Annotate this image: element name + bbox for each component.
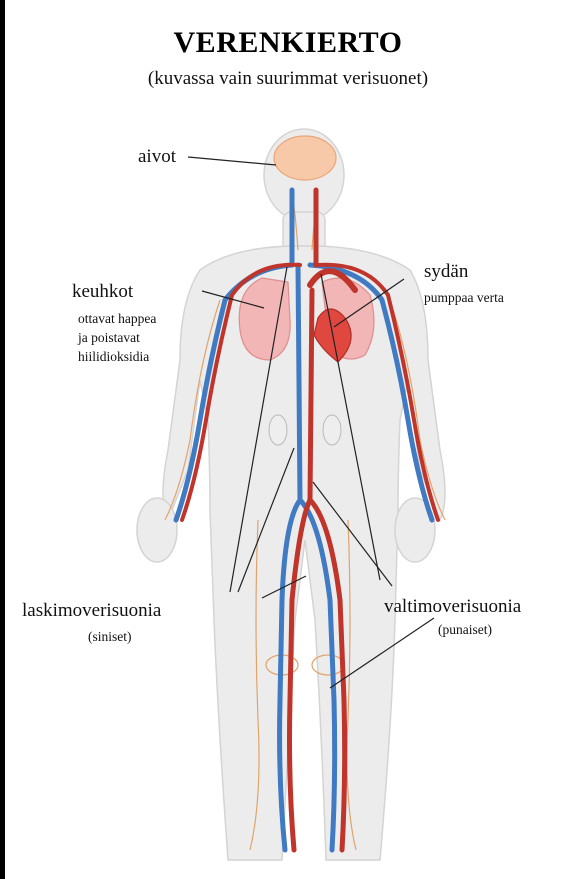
- brain: [274, 136, 336, 180]
- right-kidney: [323, 415, 341, 445]
- label-brain: aivot: [138, 146, 176, 168]
- label-heart-desc: pumppaa verta: [424, 288, 504, 307]
- label-heart: sydän: [424, 261, 468, 283]
- label-lungs-desc-1: ottavat happea: [78, 309, 156, 328]
- label-arteries-note: (punaiset): [438, 620, 492, 639]
- label-lungs: keuhkot: [72, 281, 133, 303]
- label-lungs-desc-2: ja poistavat: [78, 328, 140, 347]
- left-kidney: [269, 415, 287, 445]
- label-arteries: valtimoverisuonia: [384, 596, 521, 618]
- label-veins-note: (siniset): [88, 627, 132, 646]
- label-veins: laskimoverisuonia: [22, 600, 161, 622]
- label-lungs-desc-3: hiilidioksidia: [78, 347, 149, 366]
